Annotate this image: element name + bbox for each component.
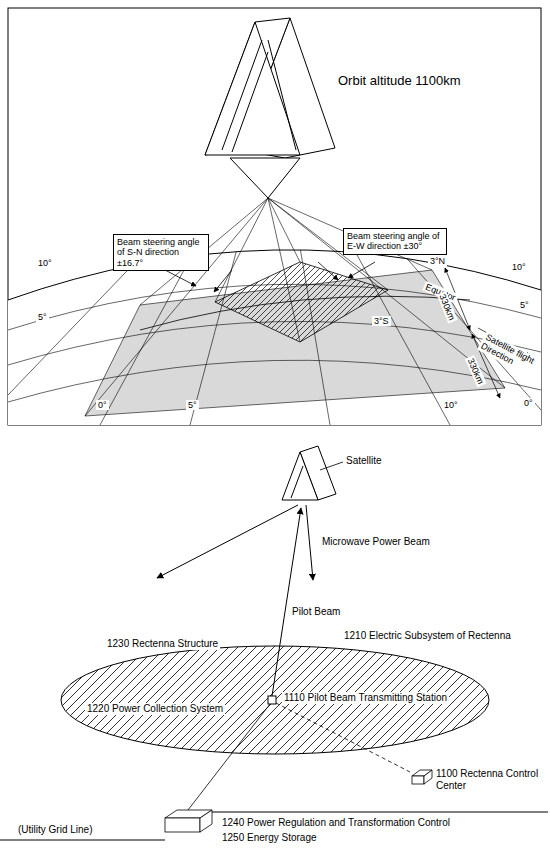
map-label: 5° [186, 400, 199, 410]
map-label: 0° [96, 400, 109, 410]
map-label: 3°S [372, 316, 391, 326]
part-label: (Utility Grid Line) [18, 824, 92, 836]
part-label: 1100 Rectenna Control Center [436, 768, 544, 791]
part-label: Microwave Power Beam [322, 536, 430, 548]
part-label: 1250 Energy Storage [222, 832, 317, 844]
satellite [282, 446, 336, 500]
beam-lines [85, 198, 505, 416]
control-center-icon [412, 770, 432, 784]
part-label: 1110 Pilot Beam Transmitting Station [282, 692, 449, 704]
map-label: 3°N [428, 256, 447, 266]
map-label: 5° [36, 312, 49, 322]
satellite [205, 18, 335, 198]
power-beam-arrows [157, 505, 313, 580]
part-label: 1230 Rectenna Structure [105, 638, 220, 650]
frame [8, 8, 541, 425]
map-label: 5° [518, 300, 531, 310]
earth-map [8, 200, 541, 425]
part-label: 1240 Power Regulation and Transformation… [222, 817, 450, 829]
part-label: 1220 Power Collection System [85, 703, 225, 715]
box-text: Beam steering angle of E-W direction ±30… [347, 231, 443, 252]
map-label: 0° [522, 398, 535, 408]
map-label: 10° [510, 262, 528, 272]
regulation-box [165, 810, 212, 832]
leader-line [320, 462, 343, 470]
map-label: Orbit altitude 1100km [338, 74, 461, 89]
part-label: 1210 Electric Subsystem of Rectenna [344, 630, 511, 642]
label-box: Beam steering angle of E-W direction ±30… [343, 228, 447, 255]
map-label: 10° [36, 258, 54, 268]
box-text: Beam steering angle of S-N direction ±16… [117, 237, 205, 268]
label-box: Beam steering angle of S-N direction ±16… [113, 234, 209, 271]
rectenna-ellipse: 1230 Rectenna Structure1110 Pilot Beam T… [60, 645, 490, 755]
map-label: 10° [442, 400, 460, 410]
part-label: Pilot Beam [292, 606, 340, 618]
part-label: Satellite [346, 455, 382, 467]
